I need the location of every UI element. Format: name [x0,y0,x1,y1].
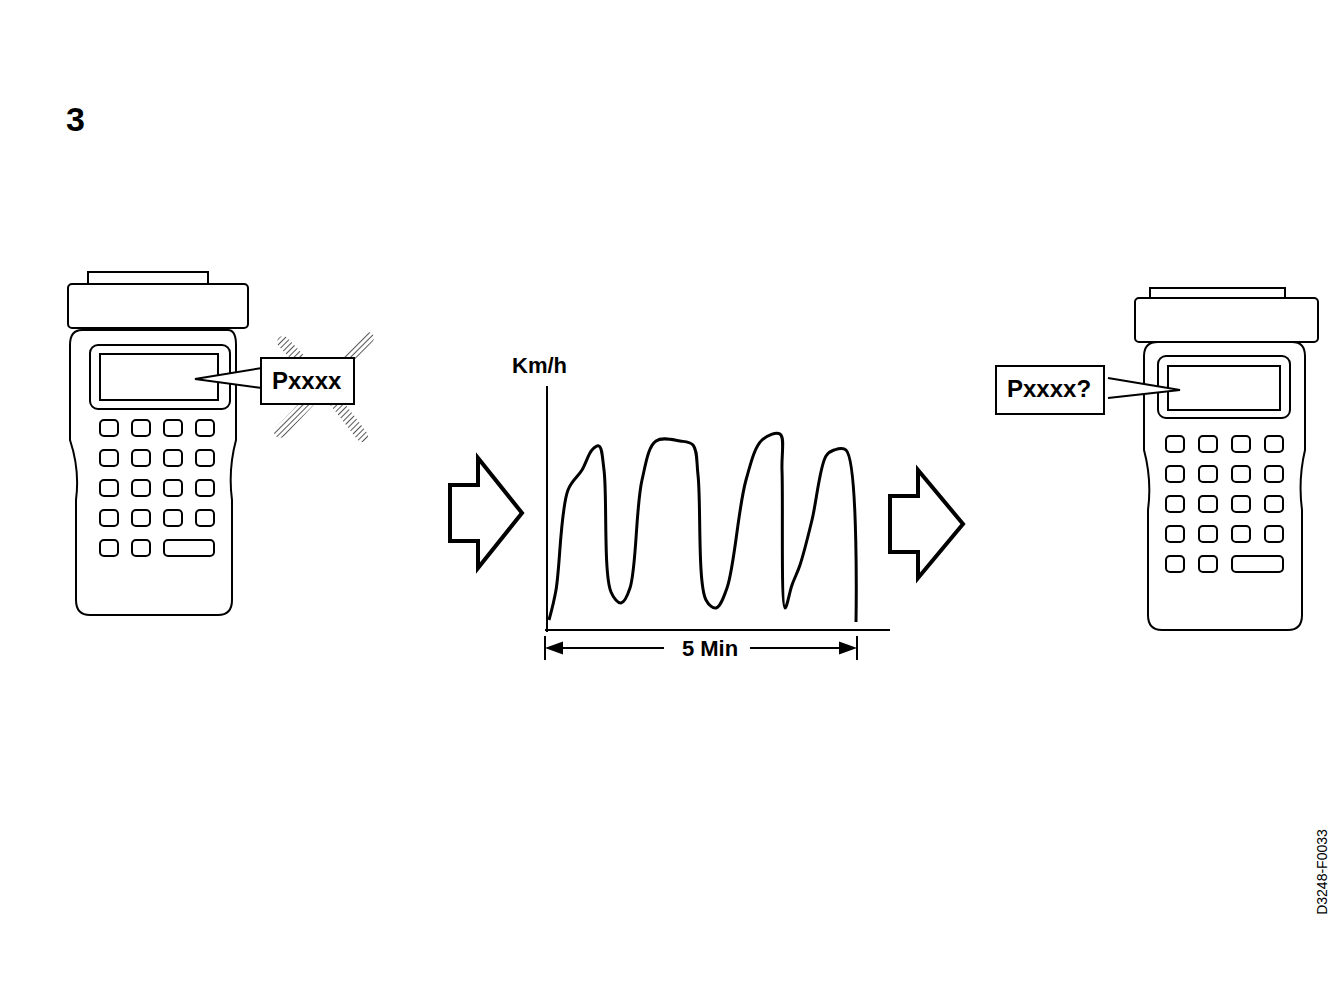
bubble-tail [1108,378,1180,398]
key [1199,466,1217,482]
axis-label: Km/h [512,353,567,379]
step-number: 3 [66,100,85,139]
fault-code: Pxxxx? [1007,375,1093,403]
speech-bubble: Pxxxx [260,357,355,405]
key [196,420,214,436]
key [100,510,118,526]
key [1232,496,1250,512]
key [100,540,118,556]
key [1166,436,1184,452]
key [164,450,182,466]
key [1199,526,1217,542]
key [1199,436,1217,452]
key [132,510,150,526]
key [132,420,150,436]
key [196,480,214,496]
fault-code: Pxxxx [272,367,343,395]
flow-arrow [450,458,522,568]
key [164,420,182,436]
key [100,420,118,436]
flow-arrow [890,470,963,578]
scan-tool [68,272,248,615]
dimension: 5 Min [679,636,741,662]
figure-id: D3248-F0033 [1314,829,1330,915]
key [132,540,150,556]
x-axis [545,629,890,631]
key [1232,466,1250,482]
key [1232,526,1250,542]
key [1232,556,1283,572]
key [196,510,214,526]
bubble-tail [195,368,262,388]
key [1265,526,1283,542]
key [1199,496,1217,512]
key [1166,526,1184,542]
key [1166,556,1184,572]
key [100,450,118,466]
key [132,480,150,496]
key [1199,556,1217,572]
y-axis [546,386,548,632]
scan-tool [1135,288,1318,630]
key [1166,466,1184,482]
key [1166,496,1184,512]
key [1232,436,1250,452]
key [164,540,214,556]
key [196,450,214,466]
key [132,450,150,466]
key [1265,466,1283,482]
key [1265,436,1283,452]
key [1265,496,1283,512]
key [164,510,182,526]
speed-curve [549,433,856,622]
key [100,480,118,496]
key [164,480,182,496]
speech-bubble: Pxxxx? [995,365,1105,415]
